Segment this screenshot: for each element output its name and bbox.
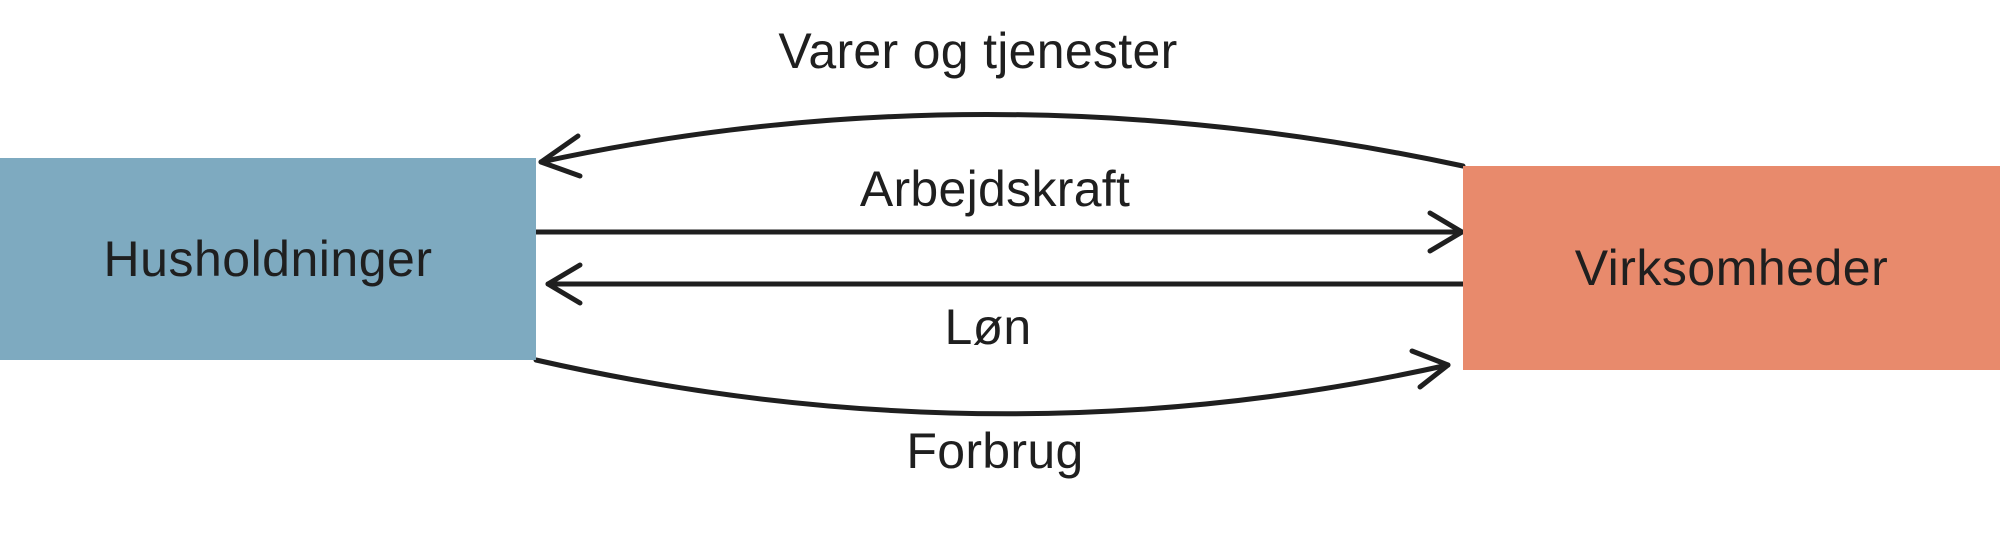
firms-label: Virksomheder	[1574, 240, 1889, 296]
firms-box: Virksomheder	[1463, 166, 2000, 370]
wage-label: Løn	[944, 299, 1032, 355]
households-box: Husholdninger	[0, 158, 536, 360]
labour-arrowhead	[1427, 210, 1465, 254]
goods-services-arrow	[538, 111, 1466, 169]
households-label: Husholdninger	[103, 231, 433, 287]
consumption-label: Forbrug	[906, 423, 1084, 479]
consumption-arrowhead	[1409, 348, 1451, 390]
goods-services-arrowhead	[538, 133, 583, 179]
labour-label: Arbejdskraft	[859, 161, 1131, 217]
consumption-arrow	[533, 357, 1451, 417]
wage-arrowhead	[545, 262, 583, 306]
goods-services-label: Varer og tjenester	[778, 23, 1178, 79]
